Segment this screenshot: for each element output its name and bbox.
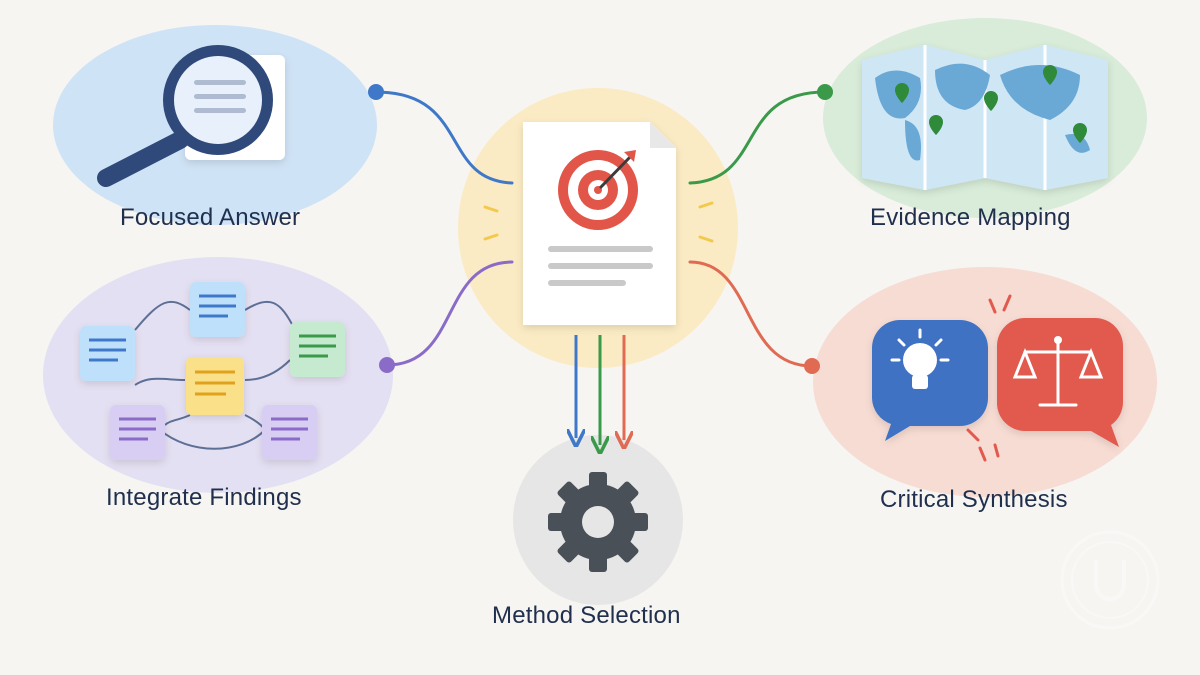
watermark-logo <box>1060 530 1160 630</box>
map-pins <box>895 65 1087 143</box>
critical-synthesis-label: Critical Synthesis <box>880 486 1068 513</box>
target-document-icon <box>523 122 676 325</box>
arrows-to-method-selection <box>576 335 624 445</box>
evidence-mapping-label: Evidence Mapping <box>870 204 1071 231</box>
connector-critical-synthesis <box>688 260 820 374</box>
connector-evidence-mapping <box>688 84 833 185</box>
lightbulb-and-scales-icon <box>872 294 1123 462</box>
method-selection-label: Method Selection <box>492 602 681 629</box>
magnifying-glass-icon <box>97 45 285 187</box>
center-sparkle-marks <box>483 201 714 243</box>
connected-notes-icon <box>80 282 345 460</box>
gear-icon <box>548 472 648 572</box>
integrate-findings-label: Integrate Findings <box>106 484 302 511</box>
connector-focused-answer <box>368 84 514 185</box>
lightbulb-bubble <box>872 320 988 441</box>
connector-integrate-findings <box>379 260 514 373</box>
world-map-icon <box>862 45 1108 190</box>
focused-answer-label: Focused Answer <box>120 204 301 231</box>
